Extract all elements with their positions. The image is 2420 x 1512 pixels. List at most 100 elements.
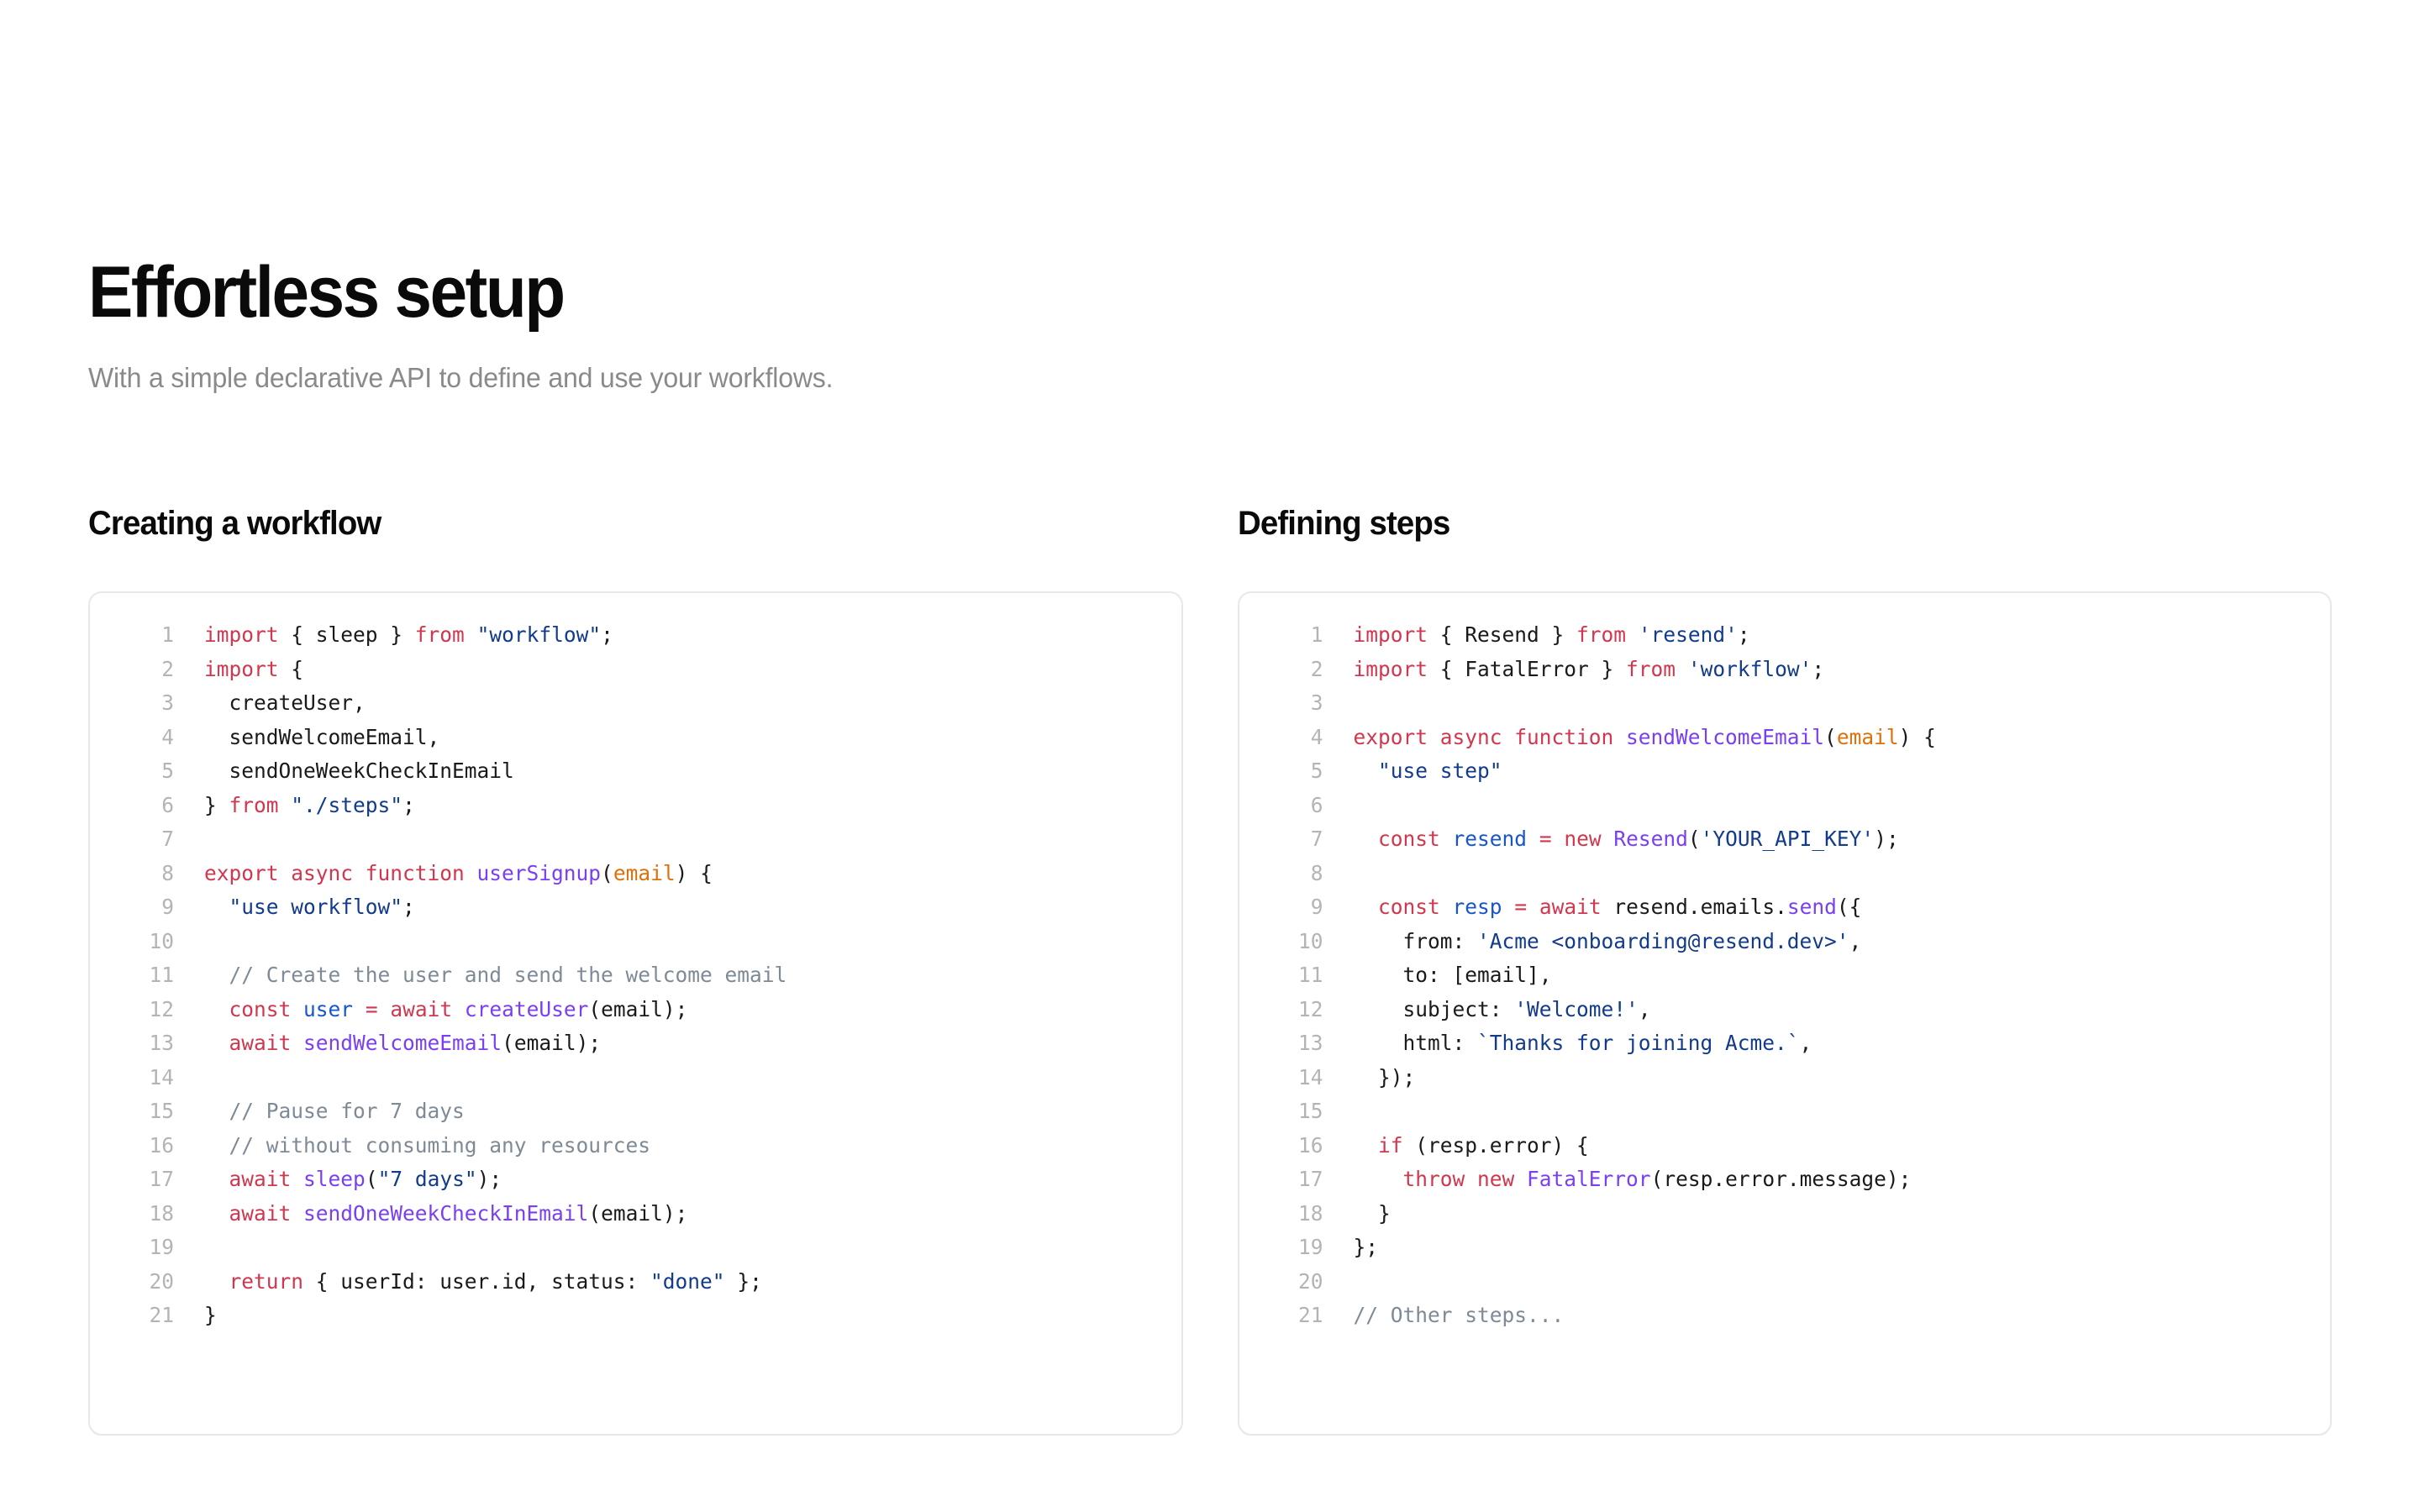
code-line: 19}; (1239, 1231, 2331, 1265)
token-fn: send (1786, 895, 1837, 919)
code-line: 8 (1239, 857, 2331, 891)
line-number: 9 (161, 895, 174, 919)
code-line: 17 await sleep("7 days"); (90, 1163, 1181, 1197)
line-number: 21 (1297, 1303, 1323, 1327)
token-kw: import (1353, 656, 1428, 681)
code-line: 12 subject: 'Welcome!', (1239, 993, 2331, 1027)
token-kw: export async function (204, 860, 465, 885)
page-title: Effortless setup (88, 252, 566, 333)
code-line: 17 throw new FatalError(resp.error.messa… (1239, 1163, 2331, 1197)
token-pln: ); (1874, 827, 1899, 851)
code-line: 9 const resp = await resend.emails.send(… (1239, 890, 2331, 925)
code-line: 18 } (1239, 1197, 2331, 1231)
token-param: email (1836, 724, 1899, 749)
line-content: // Other steps... (1323, 1299, 1565, 1333)
line-content: } (174, 1299, 217, 1333)
code-line: 19 (90, 1231, 1181, 1265)
code-line: 3 (1239, 686, 2331, 721)
code-line: 5 "use step" (1239, 754, 2331, 789)
token-pln (1354, 1133, 1379, 1158)
line-content (1323, 1265, 1366, 1299)
token-kw: new (1564, 827, 1602, 851)
code-line: 21} (90, 1299, 1181, 1333)
token-pln (1514, 1167, 1527, 1191)
line-number: 17 (149, 1167, 174, 1191)
code-line: 9 "use workflow"; (90, 890, 1181, 925)
token-kw: from (1576, 622, 1627, 647)
line-number: 15 (149, 1099, 174, 1123)
line-number: 16 (1297, 1132, 1323, 1158)
line-content: } from "./steps"; (174, 789, 415, 823)
token-pln: resend.emails. (1601, 895, 1787, 919)
code-line: 14 }); (1239, 1061, 2331, 1095)
line-content (1323, 789, 1366, 823)
token-kw: import (1353, 622, 1428, 647)
line-content: import { FatalError } from 'workflow'; (1323, 653, 1825, 687)
line-number: 9 (1310, 895, 1323, 919)
token-pln (1354, 895, 1379, 919)
token-pln (1527, 895, 1539, 919)
code-line: 13 await sendWelcomeEmail(email); (90, 1026, 1181, 1061)
token-fn: FatalError (1527, 1167, 1651, 1191)
code-line: 18 await sendOneWeekCheckInEmail(email); (90, 1197, 1181, 1231)
code-line: 16 // without consuming any resources (90, 1129, 1181, 1163)
token-pln: , (1799, 1031, 1812, 1055)
line-content: "use workflow"; (174, 890, 415, 925)
token-com: // Create the user and send the welcome … (204, 963, 787, 987)
line-number: 7 (161, 827, 174, 851)
token-kw: if (1378, 1132, 1403, 1158)
code-line: 10 (90, 925, 1181, 959)
line-number: 6 (161, 792, 174, 817)
token-kw: from (1626, 656, 1676, 681)
token-kw: = (365, 996, 378, 1021)
line-number: 17 (1297, 1167, 1323, 1191)
token-com: // Pause for 7 days (204, 1099, 465, 1123)
code-line: 11 // Create the user and send the welco… (90, 958, 1181, 993)
line-content: } (1323, 1197, 1391, 1231)
code-line: 21// Other steps... (1239, 1299, 2331, 1333)
token-pln: ; (1812, 656, 1825, 681)
token-pln (1502, 895, 1515, 919)
code-line: 6 (1239, 789, 2331, 823)
line-content: to: [email], (1323, 958, 1552, 993)
line-number: 18 (149, 1200, 174, 1226)
line-content: sendOneWeekCheckInEmail (174, 754, 514, 789)
token-param: email (613, 860, 676, 885)
line-number: 5 (1310, 759, 1323, 783)
token-fn: sleep (303, 1167, 366, 1191)
line-content (1323, 1095, 1366, 1129)
line-content: import { sleep } from "workflow"; (174, 618, 613, 653)
token-kw: import (204, 656, 279, 681)
line-number: 14 (1297, 1064, 1323, 1089)
line-content (1323, 686, 1366, 721)
token-kw: await (229, 1031, 292, 1055)
token-pln: ; (402, 792, 415, 817)
token-pln: { userId: user.id, status: (303, 1268, 651, 1294)
line-content: await sendWelcomeEmail(email); (174, 1026, 602, 1061)
token-kw: export async function (1353, 724, 1614, 749)
token-pln: (resp.error) { (1402, 1132, 1589, 1158)
token-pln: ; (601, 622, 613, 647)
token-kw: await (1539, 895, 1602, 919)
token-fn: userSignup (476, 860, 602, 885)
token-pln (1676, 657, 1688, 681)
token-kw: const (1378, 827, 1440, 851)
token-pln (291, 1167, 303, 1191)
token-pln (1354, 759, 1379, 783)
code-line: 7 const resend = new Resend('YOUR_API_KE… (1239, 822, 2331, 857)
line-content: // Pause for 7 days (174, 1095, 465, 1129)
line-content: export async function userSignup(email) … (174, 857, 713, 891)
token-pln: } (1353, 1200, 1391, 1226)
token-pln: sendOneWeekCheckInEmail (204, 759, 514, 783)
token-var: user (303, 996, 354, 1021)
line-content (174, 1061, 217, 1095)
line-content: if (resp.error) { (1323, 1129, 1589, 1163)
